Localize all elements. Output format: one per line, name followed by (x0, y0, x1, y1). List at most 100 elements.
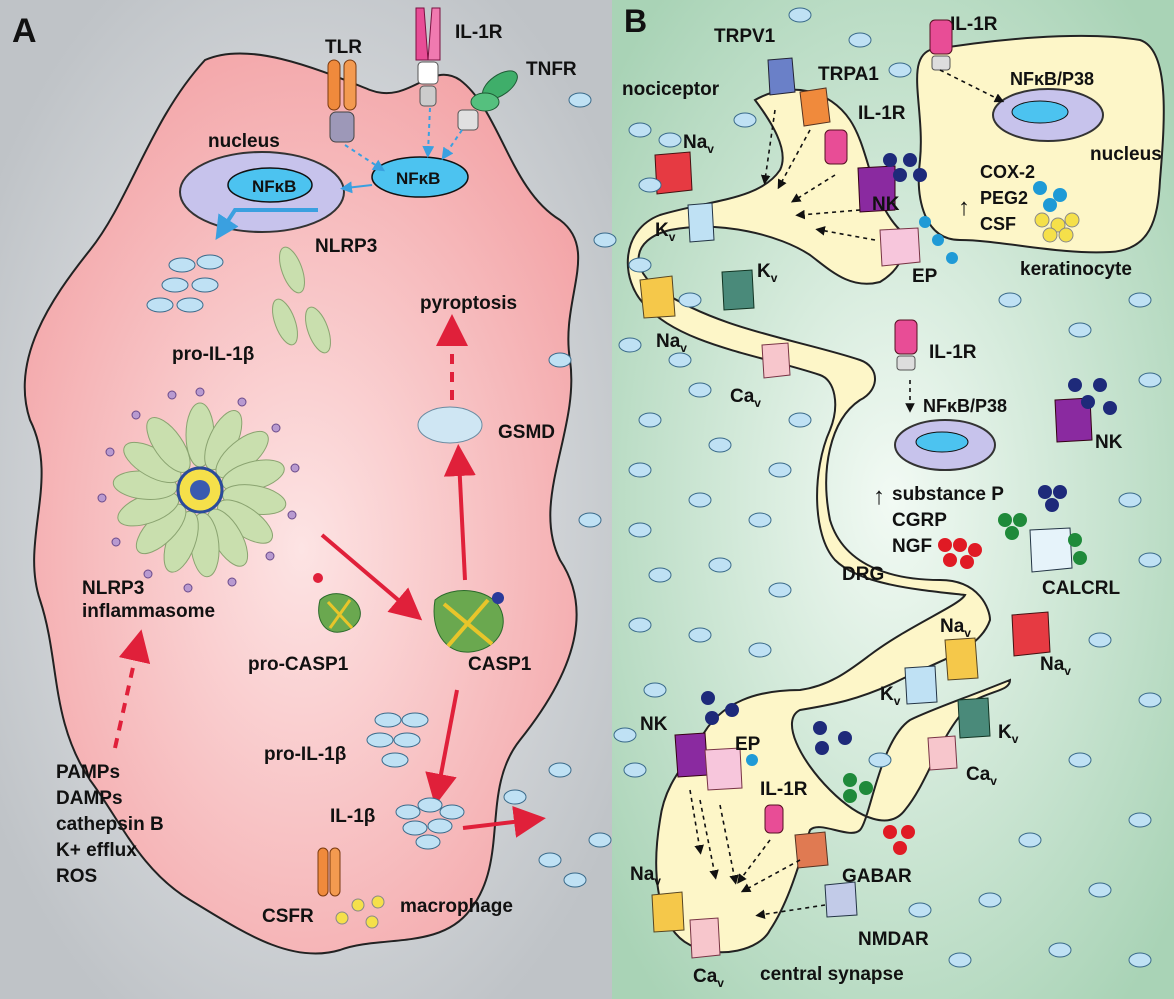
nucleus-ker-label: nucleus (1090, 144, 1162, 165)
released-il1b-vesicles (503, 92, 612, 888)
nfkb-nuclear-label: NFκB (252, 177, 296, 196)
gabar-receptor-icon (794, 831, 829, 869)
kv-channel-1-icon (687, 202, 715, 243)
nav-label-5: Nav (630, 864, 661, 888)
drg-label: DRG (842, 564, 884, 585)
pro-il1b-cluster-bottom (366, 712, 429, 768)
nav-channel-4-icon (1011, 611, 1051, 657)
il1b-cluster (395, 797, 465, 850)
panel-a-letter: A (12, 12, 37, 50)
nfkb-cytoplasmic-label: NFκB (396, 169, 440, 188)
pro-casp1-protein-icon (318, 593, 361, 633)
kv-label-3: Kv (880, 684, 901, 708)
trigger-k-efflux: K+ efflux (56, 840, 137, 861)
nucleus-keratinocyte-inner (1011, 100, 1069, 124)
tlr-receptor-icon (327, 59, 357, 143)
il1r-syn-label: IL-1R (760, 779, 808, 800)
ep-ligand-syn (746, 754, 758, 766)
csf-label: CSF (980, 214, 1016, 234)
nlrp3-label: NLRP3 (315, 236, 377, 257)
signaling-arrows-b (689, 69, 1005, 920)
calcrl-receptor-icon (1029, 527, 1073, 573)
trigger-cathepsin-b: cathepsin B (56, 814, 164, 835)
pro-il1b-bottom-label: pro-IL-1β (264, 744, 346, 765)
extracellular-vesicles-b (593, 7, 1162, 968)
ngf-dots (938, 538, 982, 569)
nk-drg-receptor-icon (1054, 397, 1093, 443)
nlrp3-inflammasome-icon (97, 387, 300, 593)
gsmd-molecule (417, 406, 483, 444)
gsmd-label: GSMD (498, 422, 555, 443)
nav-channel-2-icon (639, 275, 676, 319)
macrophage-label: macrophage (400, 896, 513, 917)
ngf-label: NGF (892, 536, 932, 557)
nk-noc-label: NK (872, 194, 900, 215)
nav-label-3: Nav (940, 616, 971, 640)
pyroptosis-label: pyroptosis (420, 293, 517, 314)
sensory-neuron (626, 88, 1012, 954)
nav-label-1: Nav (683, 132, 714, 156)
gabar-label: GABAR (842, 866, 912, 887)
kv-channel-3-icon (904, 665, 938, 705)
pro-il1b-top-label: pro-IL-1β (172, 344, 254, 365)
csfr-receptor-icon (317, 847, 385, 929)
nav-label-4: Nav (1040, 654, 1071, 678)
il1r-drg-receptor-icon (894, 319, 918, 371)
nucleus-drg-inner (915, 431, 969, 453)
ep-ligands-noc (919, 216, 958, 264)
cgrp-label: CGRP (892, 510, 947, 531)
il1r-ker-label: IL-1R (950, 14, 998, 35)
nfkb-cytoplasmic (371, 156, 469, 198)
kv-label-1: Kv (655, 220, 676, 244)
casp1-protein-icon (433, 590, 504, 653)
nk-ligands-drg (1068, 378, 1117, 415)
trpv1-label: TRPV1 (714, 26, 776, 47)
upregulation-arrow-drg: ↑ (873, 483, 885, 510)
nociceptor-label: nociceptor (622, 79, 720, 100)
nk-noc-receptor-icon (857, 165, 896, 213)
il1r-syn-receptor-icon (764, 804, 784, 834)
cav-channel-3-icon (689, 917, 721, 959)
ep-noc-label: EP (912, 266, 938, 287)
ep-noc-receptor-icon (879, 227, 921, 267)
il1r-ker-receptor-icon (929, 19, 953, 71)
panel-b-letter: B (624, 3, 647, 39)
il1r-label: IL-1R (455, 22, 503, 43)
casp1-label: CASP1 (468, 654, 532, 675)
il1r-receptor-icon (415, 7, 441, 107)
cox2-label: COX-2 (980, 162, 1035, 182)
il1r-drg-label: IL-1R (929, 342, 977, 363)
pro-il1b-cluster-top (146, 254, 224, 313)
nucleus-label: nucleus (208, 131, 280, 152)
ep-syn-label: EP (735, 734, 761, 755)
central-synapse-label: central synapse (760, 964, 904, 985)
nlrp3-monomers (272, 246, 331, 354)
il1r-noc-label: IL-1R (858, 103, 906, 124)
nk-syn-label: NK (640, 714, 668, 735)
kv-channel-4-icon (957, 697, 991, 739)
nk-syn-receptor-icon (674, 732, 709, 778)
calcrl-label: CALCRL (1042, 578, 1120, 599)
cav-label-1: Cav (730, 386, 761, 410)
peg2-label: PEG2 (980, 188, 1028, 208)
nfkb-nuclear (227, 167, 313, 203)
cav-channel-1-icon (761, 342, 791, 379)
trpa1-channel-icon (799, 87, 831, 127)
nav-channel-3-icon (944, 637, 979, 681)
cav-label-2: Cav (966, 764, 997, 788)
nk-ligands-noc (883, 153, 927, 182)
cgrp-dots (998, 513, 1087, 565)
csfr-label: CSFR (262, 906, 314, 927)
il1b-label: IL-1β (330, 806, 375, 827)
tnfr-label: TNFR (526, 59, 577, 80)
il1r-noc-receptor-icon (824, 129, 848, 165)
casp1-pathway-arrows (320, 444, 546, 838)
trigger-damps: DAMPs (56, 788, 123, 809)
tlr-label: TLR (325, 37, 362, 58)
transcription-arrow (215, 208, 318, 241)
trpa1-label: TRPA1 (818, 64, 879, 85)
cav-channel-2-icon (927, 735, 958, 771)
csf-ligands (1034, 212, 1080, 243)
nk-ligands-syn (701, 691, 739, 725)
